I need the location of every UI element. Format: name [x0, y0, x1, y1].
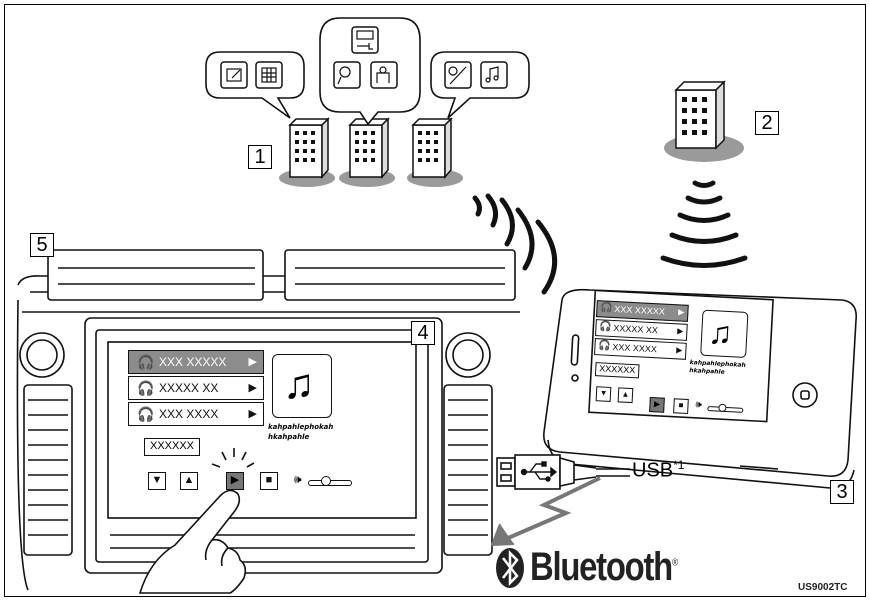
usb-cable: [496, 454, 630, 490]
play-arrow-icon: ▶: [677, 326, 684, 336]
callout-1: 1: [248, 145, 272, 169]
registered-mark: ®: [671, 557, 678, 569]
info-field: XXXXXX: [144, 438, 200, 456]
track-label: XXX XXXXX: [159, 355, 227, 369]
wireless-waves-right: [660, 180, 748, 268]
bluetooth-rune-icon: [496, 548, 524, 588]
track-row[interactable]: 🎧 XXX XXXX ▶: [594, 338, 687, 360]
headphone-icon: 🎧: [137, 354, 155, 370]
bluetooth-wordmark: Bluetooth®: [530, 545, 678, 590]
bluetooth-signal-arrow: [490, 476, 601, 547]
callout-3: 3: [830, 480, 854, 504]
usb-label: USB*1: [632, 458, 684, 483]
headphone-icon: 🎧: [598, 340, 612, 352]
track-label: XXXXX XX: [613, 323, 659, 336]
play-button[interactable]: ▶: [649, 397, 665, 413]
callout-4: 4: [411, 321, 435, 345]
figure-code: US9002TC: [798, 582, 848, 593]
play-arrow-icon: ▶: [248, 356, 257, 368]
track-row[interactable]: 🎧 XXXXX XX ▶: [128, 376, 264, 400]
bluetooth-text: Bluetooth: [530, 545, 673, 589]
headphone-icon: 🎧: [137, 380, 155, 396]
track-label: XXXXX XX: [159, 381, 219, 395]
album-text: kahpahlephokah hkahpahle: [268, 423, 334, 441]
volume-slider[interactable]: [707, 403, 744, 413]
play-arrow-icon: ▶: [248, 408, 257, 420]
scroll-down-button[interactable]: ▼: [148, 472, 166, 490]
tap-indicator: [211, 448, 255, 468]
music-note-icon: ♫: [283, 360, 315, 407]
phone-screen: 🎧 XXX XXXXX ▶ 🎧 XXXXX XX ▶ 🎧 XXX XXXX ▶ …: [589, 298, 767, 425]
track-label: XXX XXXX: [159, 407, 219, 421]
volume-knob[interactable]: [718, 403, 727, 413]
usb-footnote: *1: [673, 458, 685, 472]
building-icon: [288, 117, 330, 180]
info-field: XXXXXX: [594, 362, 640, 379]
track-label: XXX XXXX: [612, 341, 658, 355]
track-row[interactable]: 🎧 XXX XXXXX ▶: [596, 300, 689, 322]
play-button[interactable]: ▶: [226, 472, 244, 490]
callout-2: 2: [755, 111, 779, 135]
volume-slider[interactable]: [308, 476, 352, 486]
headphone-icon: 🎧: [600, 302, 614, 314]
volume-knob[interactable]: [321, 476, 331, 486]
app-tile-glyphs: [226, 30, 499, 85]
figure-frame: [4, 4, 866, 597]
track-row[interactable]: 🎧 XXX XXXX ▶: [128, 402, 264, 426]
speaker-icon: 🕪: [294, 472, 302, 486]
touch-finger-icon: [138, 489, 247, 594]
usb-text: USB: [632, 459, 674, 482]
speaker-icon: 🕪: [695, 399, 703, 411]
play-arrow-icon: ▶: [677, 307, 685, 317]
speech-bubble-center: [319, 17, 421, 126]
headphone-icon: 🎧: [599, 321, 613, 333]
building-icon: [411, 117, 453, 180]
head-unit-screen: 🎧 XXX XXXXX ▶ 🎧 XXXXX XX ▶ 🎧 XXX XXXX ▶ …: [108, 342, 416, 518]
track-row[interactable]: 🎧 XXX XXXXX ▶: [128, 350, 264, 374]
scroll-up-button[interactable]: ▲: [180, 472, 198, 490]
play-arrow-icon: ▶: [676, 345, 683, 355]
building-icon: [674, 80, 726, 150]
stop-button[interactable]: ■: [673, 398, 689, 415]
headphone-icon: 🎧: [137, 406, 155, 422]
wireless-waves-left: [472, 193, 558, 295]
stop-button[interactable]: ■: [260, 472, 278, 490]
album-art: ♫: [700, 309, 749, 358]
music-note-icon: ♫: [707, 314, 734, 352]
callout-5: 5: [30, 233, 54, 257]
track-row[interactable]: 🎧 XXXXX XX ▶: [595, 319, 688, 341]
play-arrow-icon: ▶: [248, 382, 257, 394]
album-text: kahpahlephokah hkahpahle: [689, 359, 746, 376]
usb-symbol-icon: [520, 461, 558, 482]
scroll-up-button[interactable]: ▲: [617, 387, 634, 404]
album-art: ♫: [272, 354, 332, 418]
scroll-down-button[interactable]: ▼: [595, 386, 612, 402]
building-windows: [295, 97, 707, 162]
building-icon: [348, 117, 390, 180]
track-label: XXX XXXXX: [614, 304, 666, 317]
